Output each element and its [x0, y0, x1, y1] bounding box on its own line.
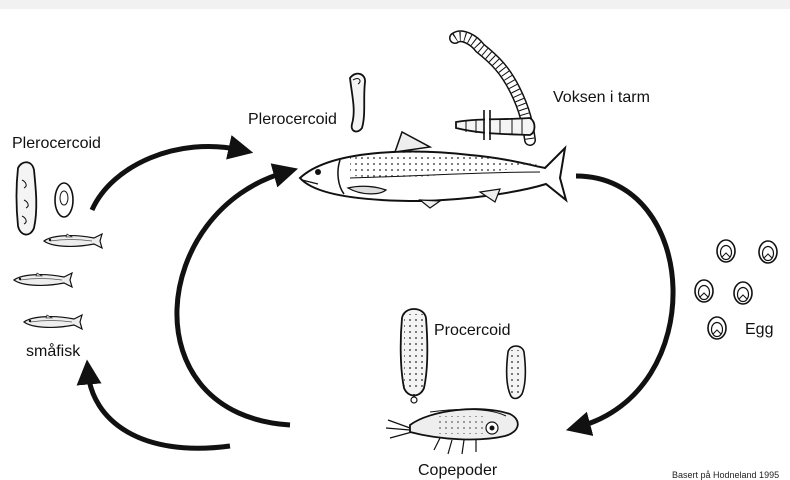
cycle-arrow-up-inner	[177, 172, 290, 425]
label-adult-in-gut: Voksen i tarm	[553, 89, 650, 107]
cycle-arrow-to-eggs	[576, 176, 673, 427]
label-copepods: Copepoder	[418, 462, 497, 480]
label-procercoid: Procercoid	[434, 322, 510, 340]
small-fish-icon	[14, 234, 102, 329]
tapeworm-icon	[455, 36, 535, 140]
label-plerocercoid-fish: Plerocercoid	[248, 111, 337, 129]
label-egg: Egg	[745, 321, 773, 339]
label-small-fish: småfisk	[26, 343, 80, 361]
copepod-icon	[386, 409, 518, 454]
label-plerocercoid-left: Plerocercoid	[12, 135, 101, 153]
cycle-arrow-to-fish	[92, 146, 241, 210]
larva-icon	[17, 162, 74, 234]
cycle-arrow-to-smallfish	[88, 372, 230, 448]
larva-icon	[350, 74, 365, 132]
